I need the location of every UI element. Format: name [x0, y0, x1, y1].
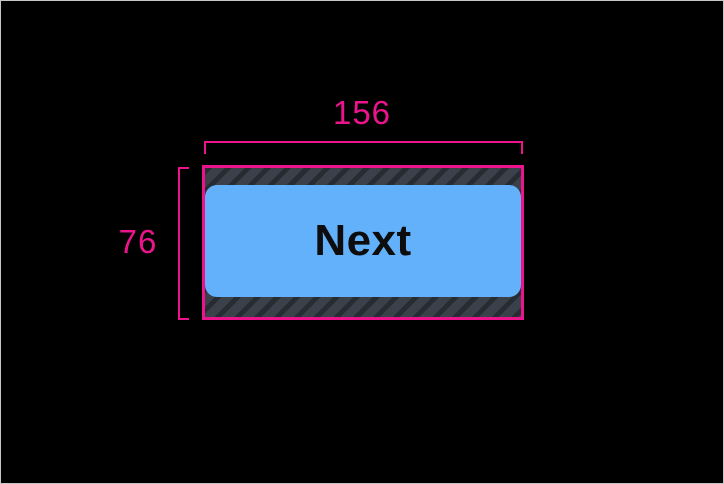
width-measurement-bracket [204, 141, 523, 154]
touch-target-padding-area: Next [202, 165, 524, 320]
width-dimension-label: 156 [332, 94, 392, 131]
height-dimension-label: 76 [118, 223, 158, 260]
next-button-label: Next [314, 216, 412, 265]
next-button[interactable]: Next [205, 185, 521, 297]
height-measurement-bracket [178, 167, 189, 320]
